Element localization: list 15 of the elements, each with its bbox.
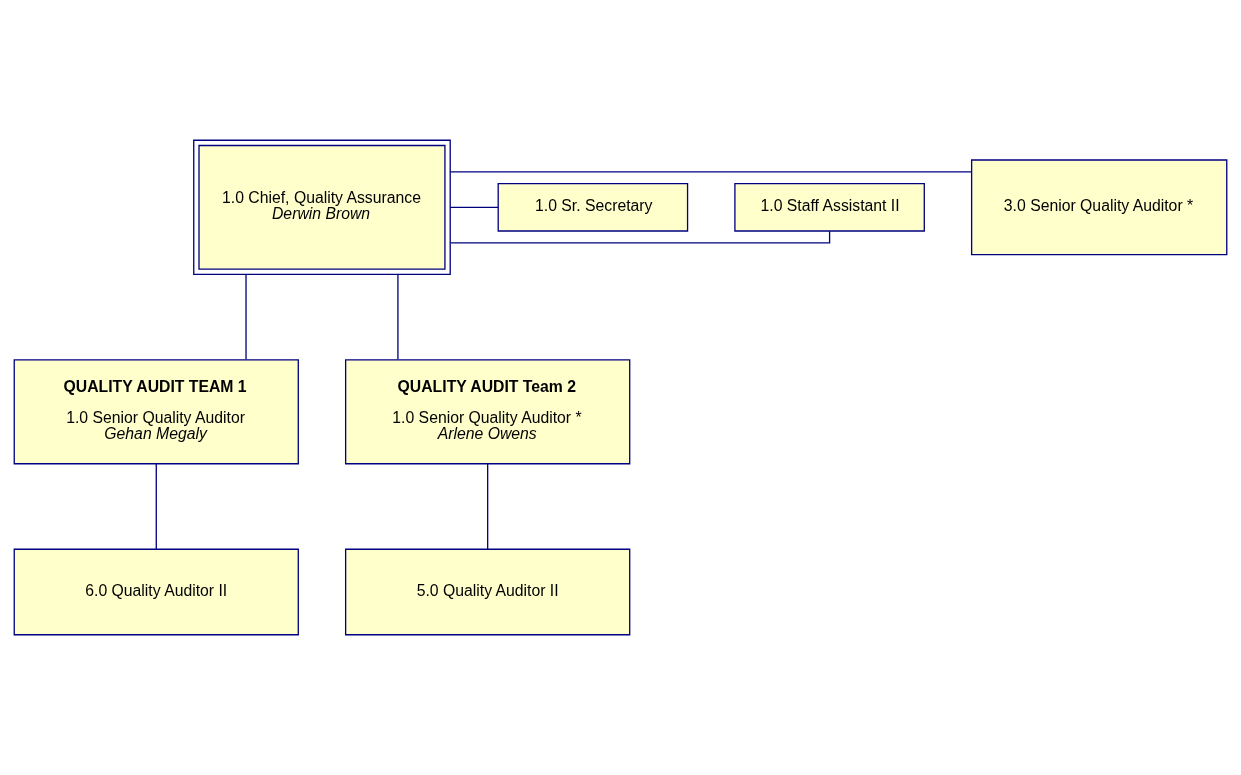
connector [245,274,247,360]
node-box: QUALITY AUDIT TEAM 1 1.0 Senior Quality Auditor Gehan Megaly [13,359,299,465]
node-box: 1.0 Staff Assistant II [734,183,925,232]
node-box: 1.0 Sr. Secretary [497,183,689,232]
node-box: 3.0 Senior Quality Auditor * [970,159,1228,256]
connector [487,463,489,550]
connector [450,230,831,244]
node-box: 5.0 Quality Auditor II [344,548,631,636]
connector [155,463,157,550]
connector [449,206,499,208]
node-box: 6.0 Quality Auditor II [13,548,299,636]
connector [449,171,972,173]
node-box: QUALITY AUDIT Team 2 1.0 Senior Quality Auditor * Arlene Owens [344,359,631,465]
node-box: 1.0 Chief, Quality Assurance Derwin Brown [193,139,451,276]
connector [397,274,399,360]
